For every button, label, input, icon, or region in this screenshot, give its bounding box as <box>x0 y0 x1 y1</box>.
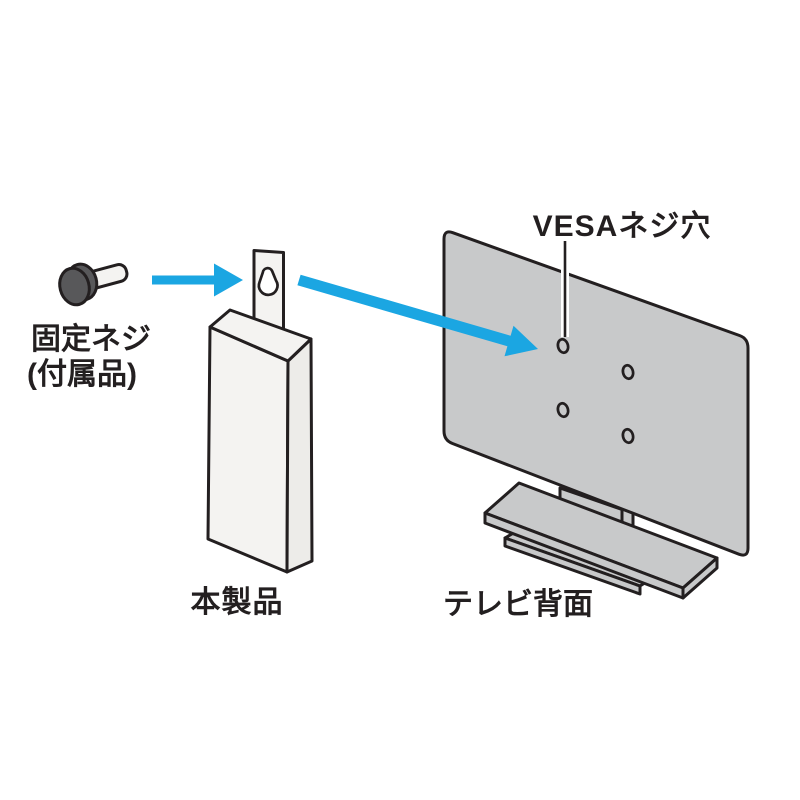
arrow-diagonal-icon <box>297 274 538 357</box>
stand-base-lower-front <box>503 536 642 596</box>
stand-base-end-face <box>681 556 719 600</box>
vesa-hole-bottom-left <box>556 401 570 419</box>
label-screw-line1: 固定ネジ <box>31 322 151 356</box>
screw-head-face <box>58 266 91 307</box>
tv-stand-base <box>483 481 719 600</box>
label-vesa-hole: VESAネジ穴 <box>533 210 712 243</box>
fixing-screw-illustration <box>58 262 129 307</box>
vesa-hole-bottom-right <box>621 427 635 445</box>
box-front-face <box>206 325 290 574</box>
box-side-face <box>285 337 314 574</box>
tv-back-panel <box>442 230 750 557</box>
vesa-hole-top-right <box>621 363 635 381</box>
arrow-right-icon <box>152 263 243 297</box>
vesa-hole-top-left <box>556 337 570 355</box>
vesa-screw-holes <box>556 337 635 445</box>
keyhole-icon <box>257 266 279 297</box>
box-top-face <box>208 308 313 363</box>
label-screw-line2: (付属品) <box>27 358 137 391</box>
product-box-illustration <box>206 249 314 574</box>
label-product: 本製品 <box>191 586 284 619</box>
label-tv-back: テレビ背面 <box>443 588 593 621</box>
